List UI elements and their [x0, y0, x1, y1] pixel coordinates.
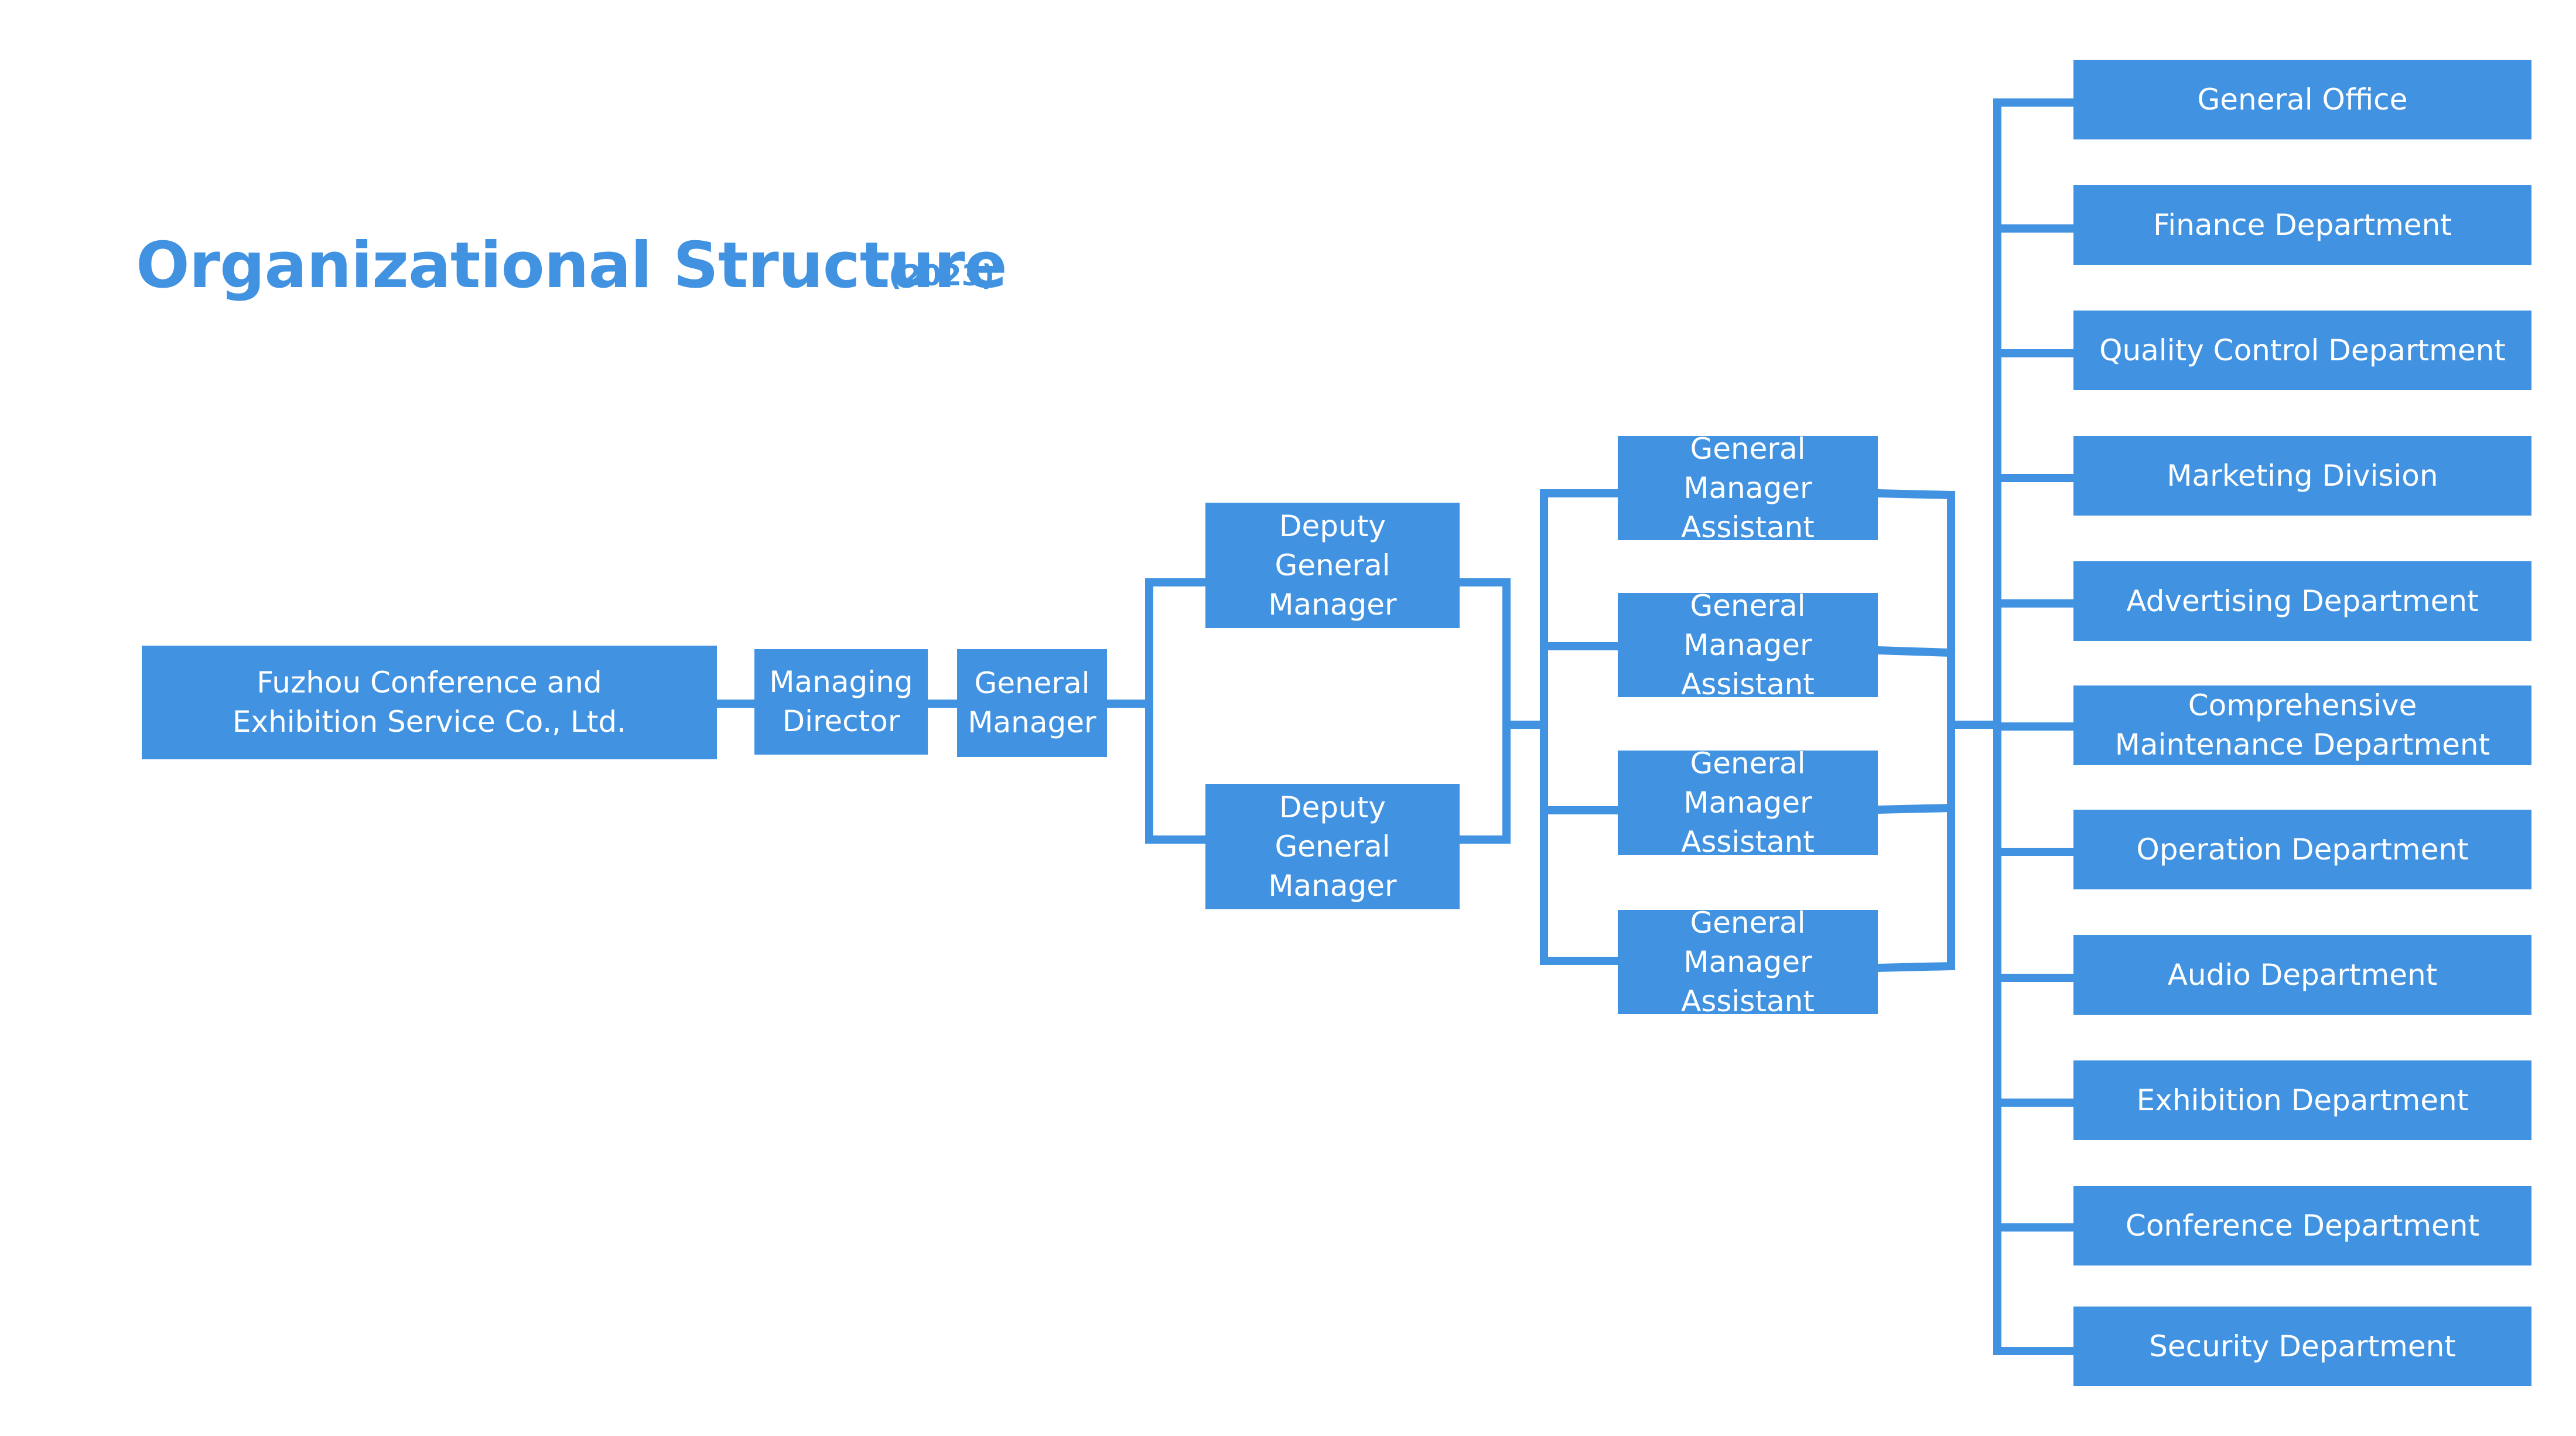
managing-director-box: Managing Director	[754, 649, 928, 755]
department-box: Finance Department	[2073, 185, 2531, 265]
department-box: Advertising Department	[2073, 561, 2531, 641]
gm-assistant-box: General Manager Assistant	[1618, 906, 1878, 1018]
department-box: Conference Department	[2073, 1186, 2531, 1266]
department-box: General Office	[2073, 60, 2531, 139]
department-box: Quality Control Department	[2073, 311, 2531, 390]
gm-assistant-box: General Manager Assistant	[1618, 746, 1878, 859]
department-box: Comprehensive Maintenance Department	[2073, 685, 2531, 765]
department-box: Audio Department	[2073, 935, 2531, 1015]
year-label: (2023)	[889, 259, 995, 292]
connector	[1873, 489, 1956, 500]
connector	[1873, 961, 1956, 973]
department-box: Exhibition Department	[2073, 1060, 2531, 1140]
deputy-general-manager-box: Deputy General Manager	[1205, 503, 1460, 628]
company-box: Fuzhou Conference and Exhibition Service…	[142, 646, 717, 759]
deputy-general-manager-box: Deputy General Manager	[1205, 784, 1460, 909]
gm-assistant-box: General Manager Assistant	[1618, 432, 1878, 544]
general-manager-box: General Manager	[957, 649, 1107, 757]
page-title: Organizational Structure	[136, 229, 1007, 302]
gm-assistant-box: General Manager Assistant	[1618, 589, 1878, 701]
department-box: Operation Department	[2073, 810, 2531, 889]
connector	[1873, 803, 1956, 814]
connector	[1873, 646, 1956, 657]
department-box: Marketing Division	[2073, 436, 2531, 516]
department-box: Security Department	[2073, 1307, 2531, 1386]
